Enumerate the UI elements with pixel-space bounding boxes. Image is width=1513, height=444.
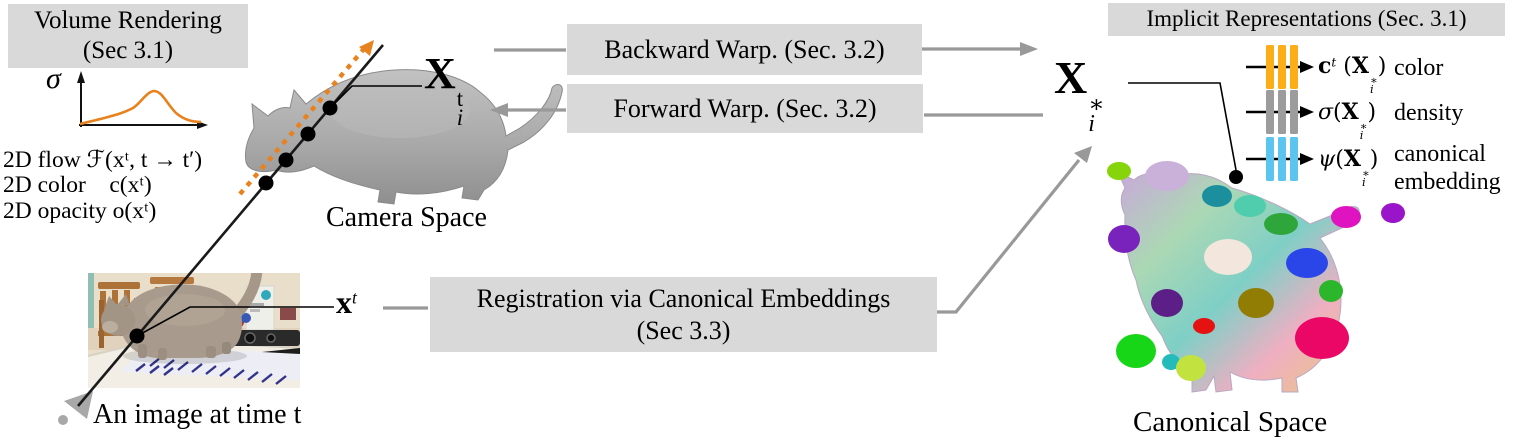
formula-arg: X (1341, 99, 1359, 125)
observable-2d-color: 2D color c(xᵗ) (3, 172, 152, 198)
camera-point-base: X (424, 49, 456, 98)
canonical-space-caption: Canonical Space (1133, 406, 1328, 438)
density-head-name: density (1394, 100, 1464, 126)
registration-box: Registration via Canonical Embeddings (S… (430, 277, 937, 352)
mlp-bar (1290, 137, 1298, 181)
canonical-point-base: X (1054, 52, 1088, 103)
formula-open: ( (1336, 54, 1352, 79)
registration-line1: Registration via Canonical Embeddings (476, 283, 891, 313)
forward-warp-label: Forward Warp. (Sec. 3.2) (613, 93, 877, 123)
canonical-point-dot (1229, 170, 1243, 184)
formula-arg-sup: ∗ (1369, 73, 1378, 87)
mlp-bar (1278, 90, 1286, 134)
formula-function-sup: t (1331, 55, 1337, 70)
color-head-formula: ct (X∗i) (1318, 53, 1387, 97)
formula-close: ) (1367, 100, 1377, 125)
camera-space-caption: Camera Space (326, 202, 487, 233)
mlp-bar (1278, 137, 1286, 181)
formula-arg-sup: ∗ (1359, 119, 1368, 133)
pixel-base: x (336, 284, 352, 320)
canonical-point-sub: i (1088, 111, 1095, 138)
formula-arg-sub: i (1361, 175, 1366, 190)
pixel-sup: t (352, 287, 357, 308)
warp-arrows (383, 42, 1092, 314)
formula-function: c (1318, 53, 1332, 79)
density-curve (79, 89, 202, 126)
forward-warp-box: Forward Warp. (Sec. 3.2) (567, 84, 923, 133)
input-photo (88, 273, 300, 388)
formula-function: ψ (1318, 147, 1336, 172)
formula-arg: X (1351, 53, 1369, 79)
embedding-spheres (1107, 161, 1405, 381)
formula-close: ) (1369, 147, 1379, 172)
implicit-representations-box: Implicit Representations (Sec. 3.1) (1108, 3, 1505, 36)
sigma-axis-label: σ (46, 62, 61, 95)
photo-cat (101, 273, 263, 364)
canonical-point-sup: ∗ (1088, 92, 1105, 119)
camera-point-sup: t (456, 86, 464, 112)
formula-close: ) (1377, 54, 1387, 79)
implicit-representations-label: Implicit Representations (Sec. 3.1) (1146, 6, 1467, 32)
color-head-name: color (1394, 55, 1444, 81)
backward-warp-label: Backward Warp. (Sec. 3.2) (604, 34, 885, 64)
mlp-bar (1290, 45, 1298, 89)
density-plot (77, 71, 208, 129)
mlp-bar (1266, 90, 1274, 134)
volume-rendering-box: Volume Rendering (Sec 3.1) (8, 4, 248, 68)
camera-point-sub: i (456, 104, 464, 130)
mlp-bar (1290, 90, 1298, 134)
mlp-bar (1278, 45, 1286, 89)
formula-arg-sup: ∗ (1361, 166, 1370, 180)
volume-rendering-line1: Volume Rendering (34, 6, 222, 34)
formula-arg-sub: i (1359, 128, 1364, 143)
formula-function: σ (1318, 100, 1334, 125)
formula-arg: X (1343, 146, 1361, 172)
mlp-bar (1266, 45, 1274, 89)
formula-open: ( (1333, 100, 1342, 125)
pixel-connector (136, 306, 334, 337)
backward-warp-box: Backward Warp. (Sec. 3.2) (567, 24, 922, 75)
pixel-label: xt (336, 286, 357, 318)
camera-point-connector (329, 85, 422, 109)
volume-rendering-line2: (Sec 3.1) (82, 37, 174, 64)
observable-2d-opacity: 2D opacity o(xᵗ) (3, 198, 157, 224)
ray-direction-arrow (238, 40, 374, 196)
formula-arg-sub: i (1369, 82, 1374, 97)
embedding-head-formula: ψ(X∗i) (1318, 146, 1379, 190)
mlp-bar (1266, 137, 1274, 181)
formula-open: ( (1335, 147, 1344, 172)
density-head-formula: σ(X∗i) (1318, 99, 1377, 143)
input-image-caption: An image at time t (93, 399, 302, 430)
canonical-point-label: X∗i (1054, 52, 1105, 138)
observable-2d-flow: 2D flow ℱ(xᵗ, t → t′) (3, 147, 203, 173)
embedding-head-name: canonical embedding (1394, 141, 1501, 195)
mesh-shading (330, 82, 470, 138)
mlp-heads-art (1246, 45, 1314, 181)
canonical-point-connector (1128, 82, 1237, 171)
registration-line2: (Sec 3.3) (636, 315, 731, 345)
